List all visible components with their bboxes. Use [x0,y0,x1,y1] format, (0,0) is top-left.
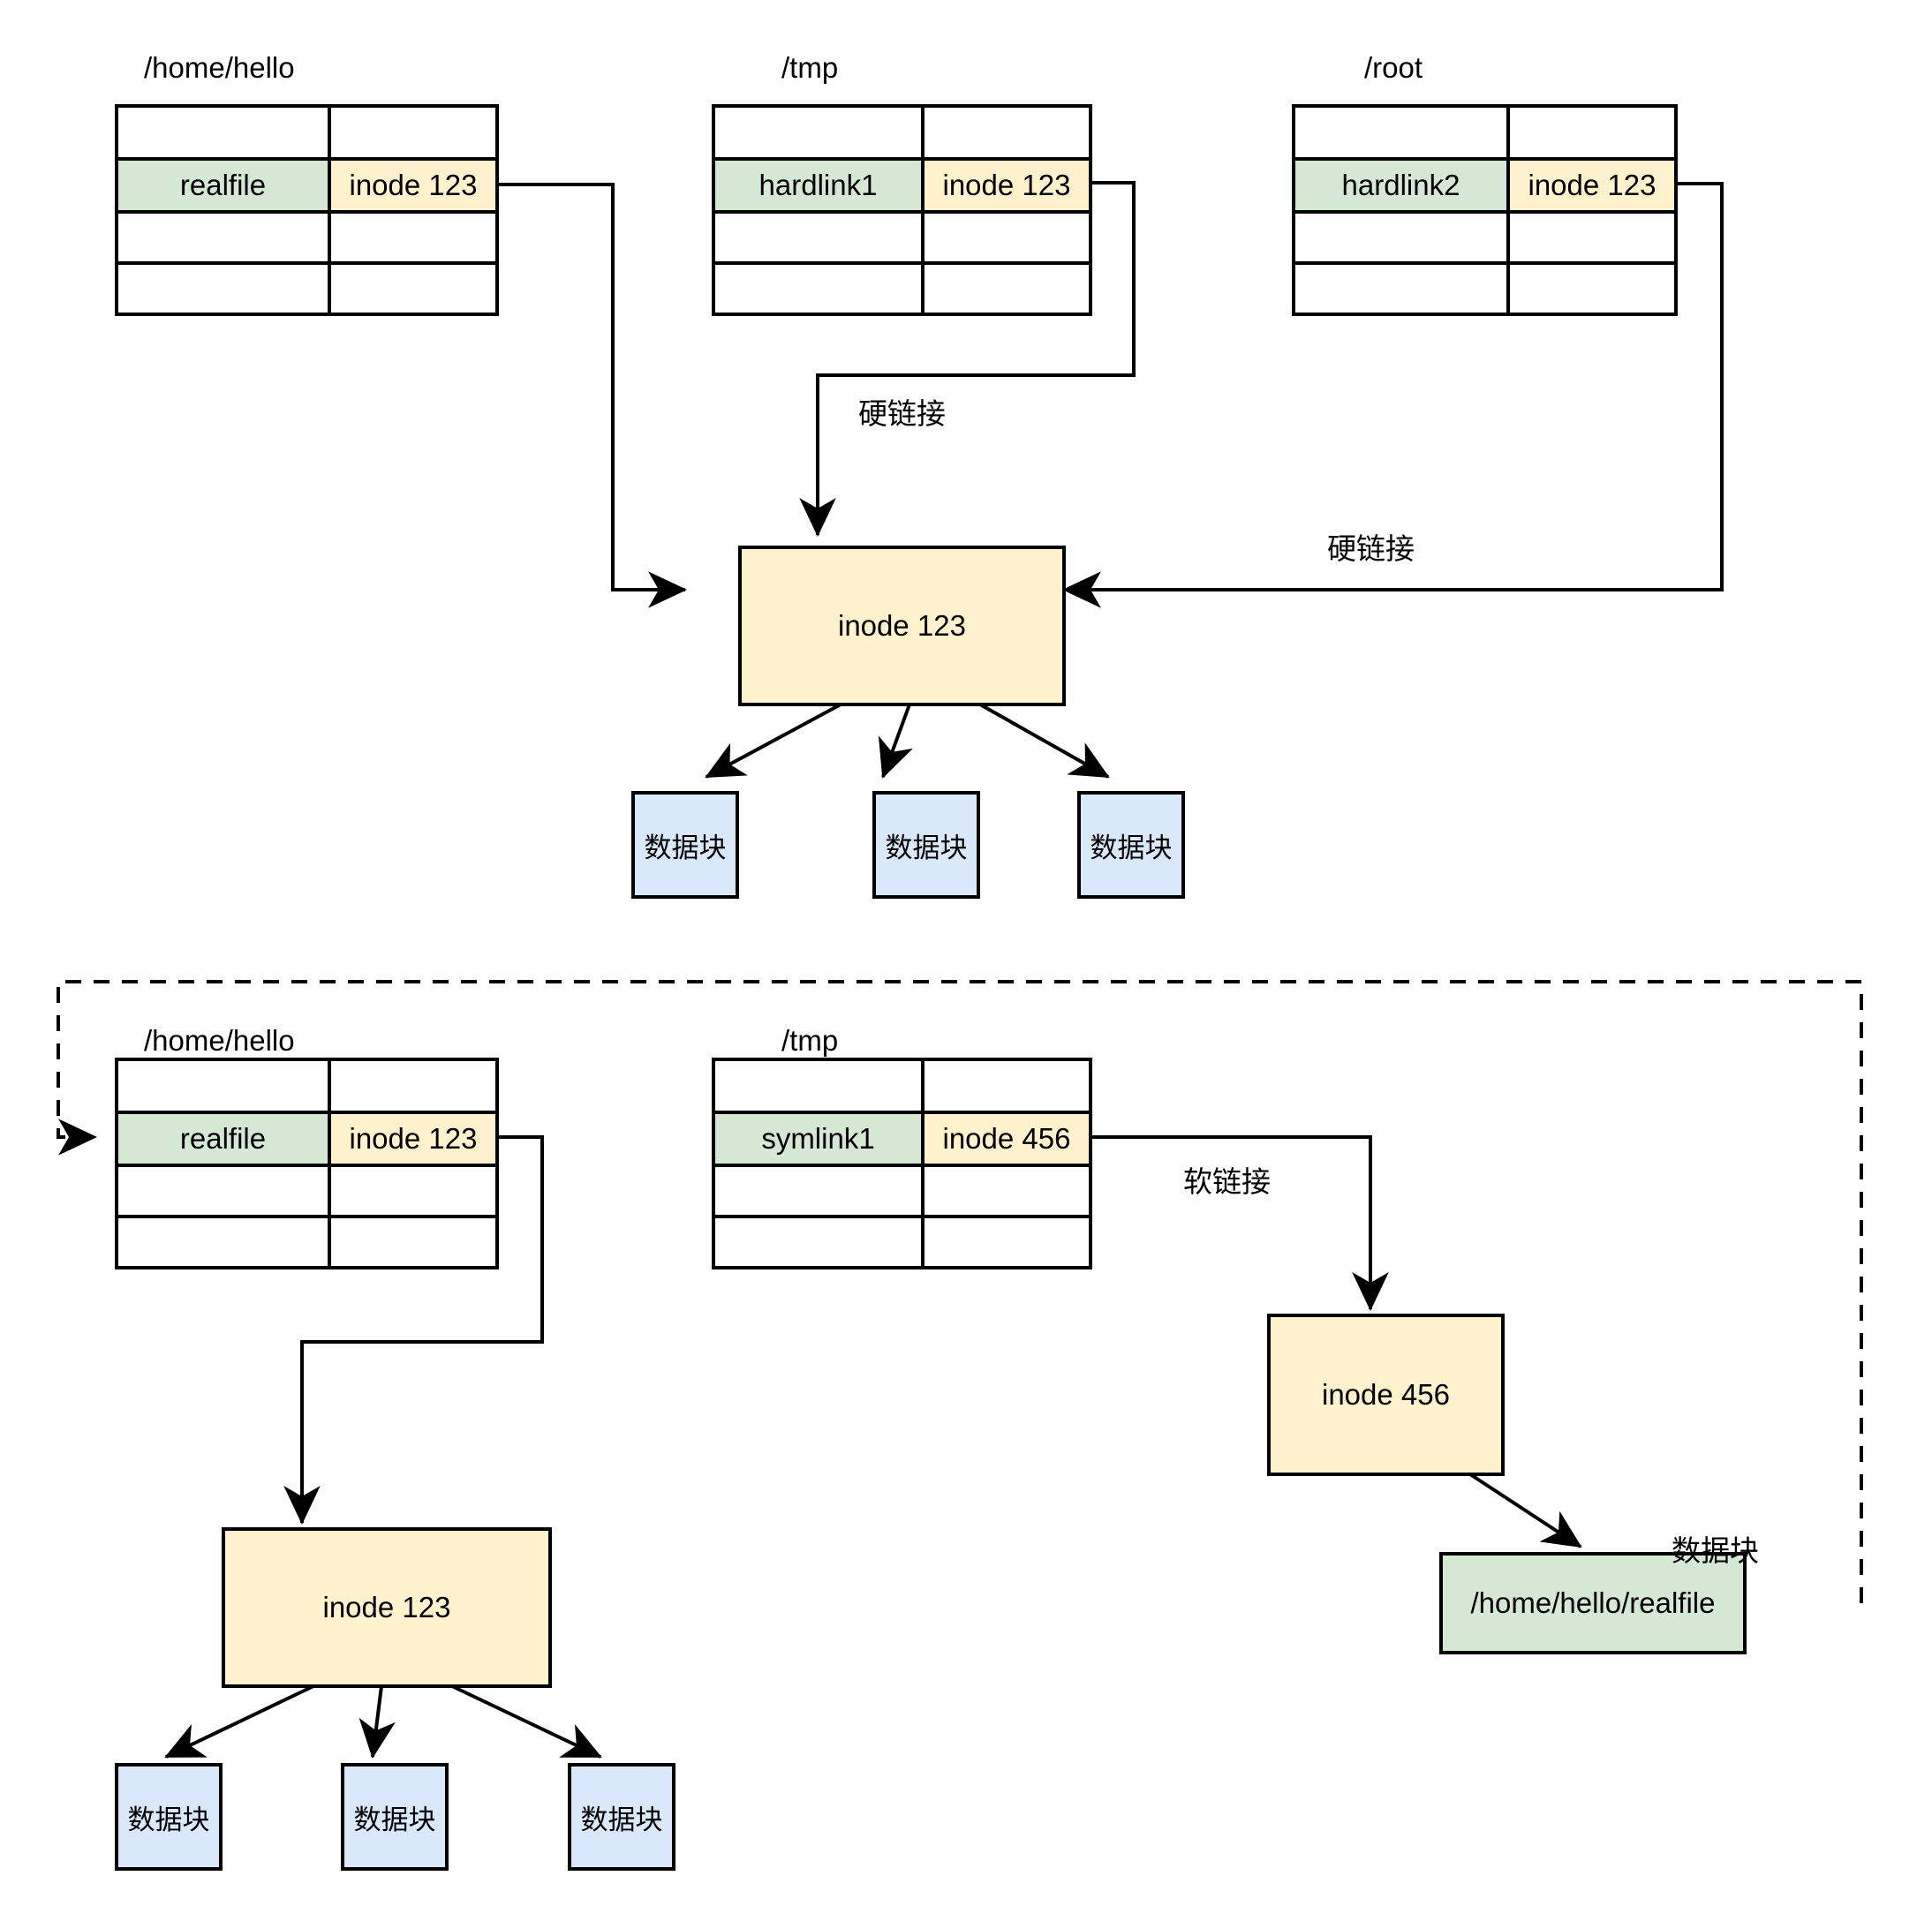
node-datablock-top-1 [631,791,739,899]
node-label-datablock-top-1: 数据块 [644,832,727,864]
edge-inode123-bottom-to-datablock-1 [164,1684,314,1759]
dir-table-home-hello-top [115,104,499,316]
node-label-inode-123-bottom: inode 123 [322,1591,451,1623]
edge-inode456-to-target-path [1468,1473,1582,1548]
node-datablock-bottom-3 [568,1763,675,1871]
dir-entry-name-symlink1: symlink1 [761,1122,875,1155]
edge-inode123-bottom-to-datablock-3 [451,1684,602,1759]
dir-entry-name-hardlink2: hardlink2 [1341,169,1460,201]
node-datablock-bottom-2 [341,1763,449,1871]
node-datablock-top-2 [872,791,980,899]
edge-realfile-to-inode123-bottom [283,1135,544,1525]
dir-entry-name-hardlink1: hardlink1 [758,169,878,201]
dir-entry-inode-symlink1: inode 456 [942,1122,1071,1155]
dir-entry-inode-realfile-bottom: inode 123 [349,1122,478,1155]
dir-path-label-home-hello-bottom: /home/hello [144,1024,295,1057]
dir-entry-name-realfile-top: realfile [179,169,267,201]
edge-inode123-to-datablock-2 [878,704,913,779]
dir-path-label-tmp-bottom: /tmp [781,1024,839,1057]
dir-table-root-top [1292,104,1678,316]
edge-hardlink2-to-inode123 [1062,182,1724,608]
edge-label-hardlink-from-tmp: 硬链接 [858,396,946,431]
node-datablock-top-3 [1077,791,1185,899]
edge-symlink1-to-inode456 [1091,1135,1389,1311]
node-label-datablock-top-3: 数据块 [1090,832,1173,864]
edge-realfile-to-inode123 [497,183,687,608]
dir-entry-inode-realfile-top: inode 123 [349,169,478,201]
edge-inode123-to-datablock-3 [979,703,1110,779]
dir-table-tmp-bottom [712,1058,1092,1269]
node-label-datablock-bottom-2: 数据块 [353,1804,436,1836]
dir-path-label-home-hello-top: /home/hello [144,51,295,84]
edge-inode123-bottom-to-datablock-2 [358,1685,396,1759]
edge-label-symlink: 软链接 [1183,1164,1271,1199]
dir-path-label-tmp-top: /tmp [781,51,839,84]
node-datablock-bottom-1 [115,1763,223,1871]
node-label-datablock-bottom-1: 数据块 [127,1804,210,1836]
edge-label-datablock-symlink: 数据块 [1672,1533,1759,1568]
node-inode-123-bottom [222,1527,552,1688]
edge-label-hardlink-from-root: 硬链接 [1327,531,1415,566]
node-label-inode-456: inode 456 [1322,1378,1450,1411]
node-symlink-target-path [1439,1552,1747,1654]
dir-entry-name-realfile-bottom: realfile [179,1122,267,1155]
node-label-inode-123-top: inode 123 [838,609,966,642]
dir-entry-inode-hardlink2: inode 123 [1528,169,1657,201]
node-label-datablock-top-2: 数据块 [885,832,968,864]
dir-path-label-root-top: /root [1364,51,1423,84]
node-inode-123-top [738,546,1066,706]
dir-table-tmp-top [712,104,1092,316]
edge-hardlink1-to-inode123 [799,181,1136,537]
node-inode-456 [1267,1314,1505,1476]
node-label-datablock-bottom-3: 数据块 [580,1804,663,1836]
dir-table-home-hello-bottom [115,1058,499,1269]
edge-inode123-to-datablock-1 [705,703,841,779]
dir-entry-inode-hardlink1: inode 123 [942,169,1071,201]
node-label-symlink-target-path: /home/hello/realfile [1470,1586,1716,1619]
